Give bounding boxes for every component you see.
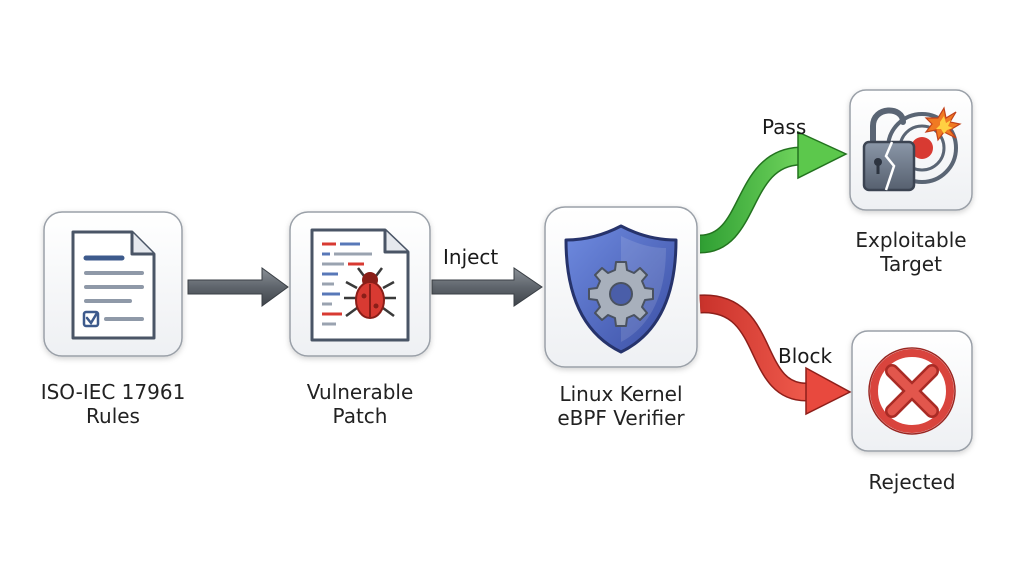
node-patch-card [289,211,431,357]
code-file-bug-icon [310,228,410,342]
broken-lock-target-icon [862,106,962,192]
edge-patch-to-verifier [431,267,543,307]
document-checklist-icon [71,230,156,340]
patch-label-line1: Vulnerable [306,380,414,404]
node-rules-card [43,211,183,357]
target-label-line2: Target [880,252,942,276]
edge-pass [699,130,848,254]
edge-label-pass: Pass [762,115,807,139]
bug-icon [344,267,396,319]
edge-label-inject: Inject [443,245,499,269]
rules-label-line1: ISO-IEC 17961 [40,380,186,404]
x-circle-icon [868,347,956,435]
edge-rules-to-patch [187,267,289,307]
edge-block [699,294,852,416]
rejected-label-line1: Rejected [868,470,956,494]
node-target-card [849,89,973,211]
rules-label-line2: Rules [86,404,140,428]
target-label-line1: Exploitable [855,228,967,252]
rejected-label: Rejected [832,470,992,494]
target-label: Exploitable Target [831,228,991,276]
shield-gear-icon [564,224,678,354]
verifier-label: Linux Kernel eBPF Verifier [531,382,711,430]
rules-label: ISO-IEC 17961 Rules [33,380,193,428]
node-verifier-card [544,206,698,368]
edge-label-block: Block [778,344,833,368]
patch-label-line2: Patch [332,404,388,428]
verifier-label-line2: eBPF Verifier [557,406,685,430]
verifier-label-line1: Linux Kernel [559,382,683,406]
node-rejected-card [851,330,973,452]
patch-label: Vulnerable Patch [280,380,440,428]
